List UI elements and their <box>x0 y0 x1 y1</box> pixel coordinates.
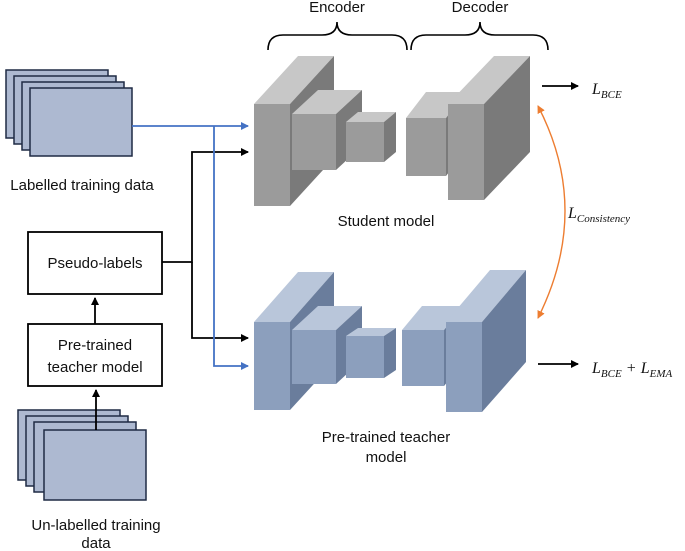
loss-consistency: LConsistency <box>567 205 630 225</box>
unlabelled-data-label-line1: Un-labelled training <box>31 517 160 534</box>
loss-teacher: LBCE+LEMA <box>591 360 673 380</box>
pretrained-teacher-box <box>27 323 163 387</box>
pseudo-labels-box <box>27 231 163 295</box>
unlabelled-data-label-line2: data <box>81 535 111 551</box>
arrow-labelled-to-models <box>132 122 249 370</box>
decoder-brace <box>410 21 549 51</box>
unlabelled-data-stack <box>17 409 147 501</box>
arrow-pseudo-to-models <box>162 148 249 342</box>
encoder-label: Encoder <box>309 0 365 16</box>
student-model-label: Student model <box>338 213 435 230</box>
labelled-data-stack <box>5 69 133 157</box>
pseudo-labels-text: Pseudo-labels <box>47 255 142 272</box>
consistency-arrow <box>537 105 566 319</box>
pretrained-teacher-box-line1: Pre-trained <box>58 337 132 354</box>
teacher-model-label-line2: model <box>366 449 407 466</box>
encoder-brace <box>267 21 408 51</box>
pretrained-teacher-box-line2: teacher model <box>47 359 142 376</box>
student-model <box>254 56 530 206</box>
loss-student: LBCE <box>591 81 622 101</box>
decoder-label: Decoder <box>452 0 509 16</box>
labelled-data-label: Labelled training data <box>10 177 154 194</box>
teacher-model <box>254 270 526 412</box>
teacher-model-label-line1: Pre-trained teacher <box>322 429 450 446</box>
